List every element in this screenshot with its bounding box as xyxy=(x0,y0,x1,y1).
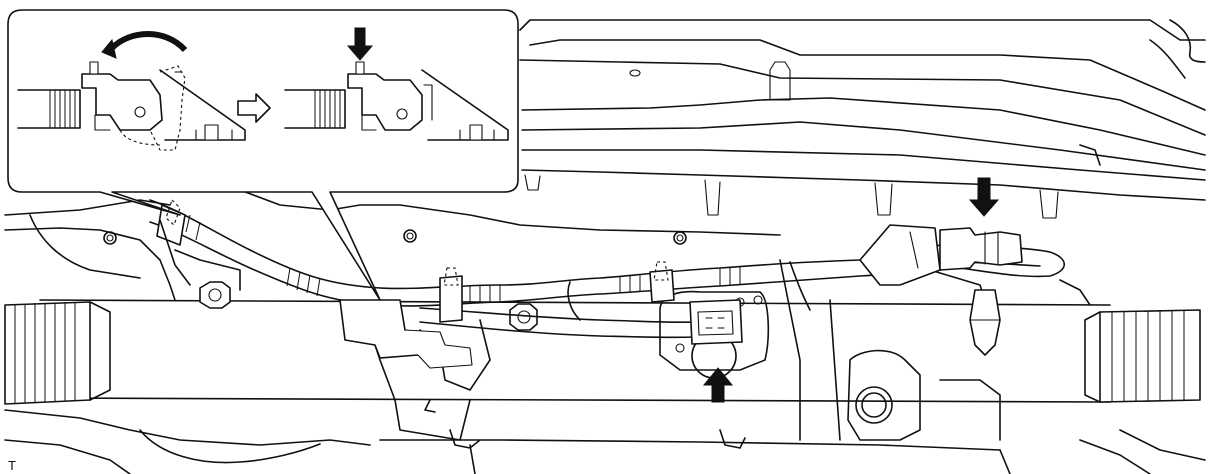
right-connector xyxy=(859,224,1023,286)
steering-rack xyxy=(4,249,1201,449)
inset-before-state xyxy=(17,31,246,151)
left-rack-boot xyxy=(4,301,111,405)
detail-inset xyxy=(7,9,519,301)
push-arrow-lower-connector xyxy=(702,367,734,403)
harness-clamps xyxy=(156,198,1001,356)
clamp-centre xyxy=(439,267,463,323)
inset-transition-arrow xyxy=(237,93,271,123)
clamp-right xyxy=(649,261,675,303)
lower-connector xyxy=(689,299,743,345)
sensor-bracket xyxy=(159,219,473,369)
push-arrow-right-connector xyxy=(968,177,1000,217)
lower-left-frame xyxy=(4,189,1206,474)
crossmember-brackets xyxy=(521,169,1206,219)
upper-body-panel xyxy=(519,19,1206,181)
figure-code-label: T xyxy=(8,458,16,473)
clamp-support xyxy=(969,289,1001,356)
inset-after-state xyxy=(284,27,509,141)
right-rack-boot xyxy=(1084,309,1201,403)
